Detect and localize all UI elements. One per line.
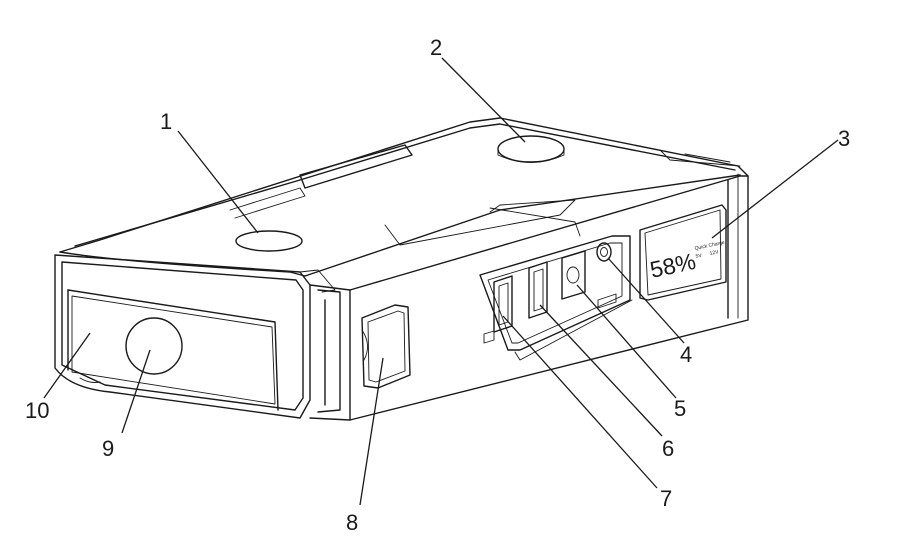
callout-9: 9 [102,436,114,461]
callout-4: 4 [680,342,692,367]
top-oval-mark [235,230,303,252]
leader-8 [359,357,384,506]
callout-8: 8 [346,510,358,535]
callout-2: 2 [430,35,442,60]
top-face [59,117,749,293]
leader-4 [607,257,685,344]
callout-5: 5 [674,396,686,421]
leader-6 [539,304,663,437]
callout-7: 7 [660,486,672,511]
callout-labels: 1 2 3 4 5 6 7 8 9 10 [25,35,850,535]
dc-output-port [561,250,586,300]
port-icon-label [597,293,617,309]
port-panel [479,235,633,361]
callout-6: 6 [662,436,674,461]
callout-1: 1 [160,109,172,134]
lcd-percent: 58% [648,248,698,283]
leader-5 [576,284,677,399]
power-button [497,135,565,163]
lcd-12v: 12V [709,249,720,257]
leader-lines [43,57,839,506]
front-face [54,254,311,419]
callout-3: 3 [838,126,850,151]
leader-7 [502,315,658,489]
flashlight-lens [125,317,183,375]
lcd-5v: 5V [695,253,703,260]
dc-input-port [596,242,612,262]
side-switch [361,304,411,389]
leader-3 [711,139,839,239]
callout-10: 10 [25,398,49,423]
leader-10 [43,332,91,399]
leader-1 [177,130,259,234]
lcd-display: 58% Quick Charge 5V 12V [639,204,727,301]
leader-9 [121,349,151,434]
right-side-face [309,173,749,421]
leader-2 [441,57,526,143]
